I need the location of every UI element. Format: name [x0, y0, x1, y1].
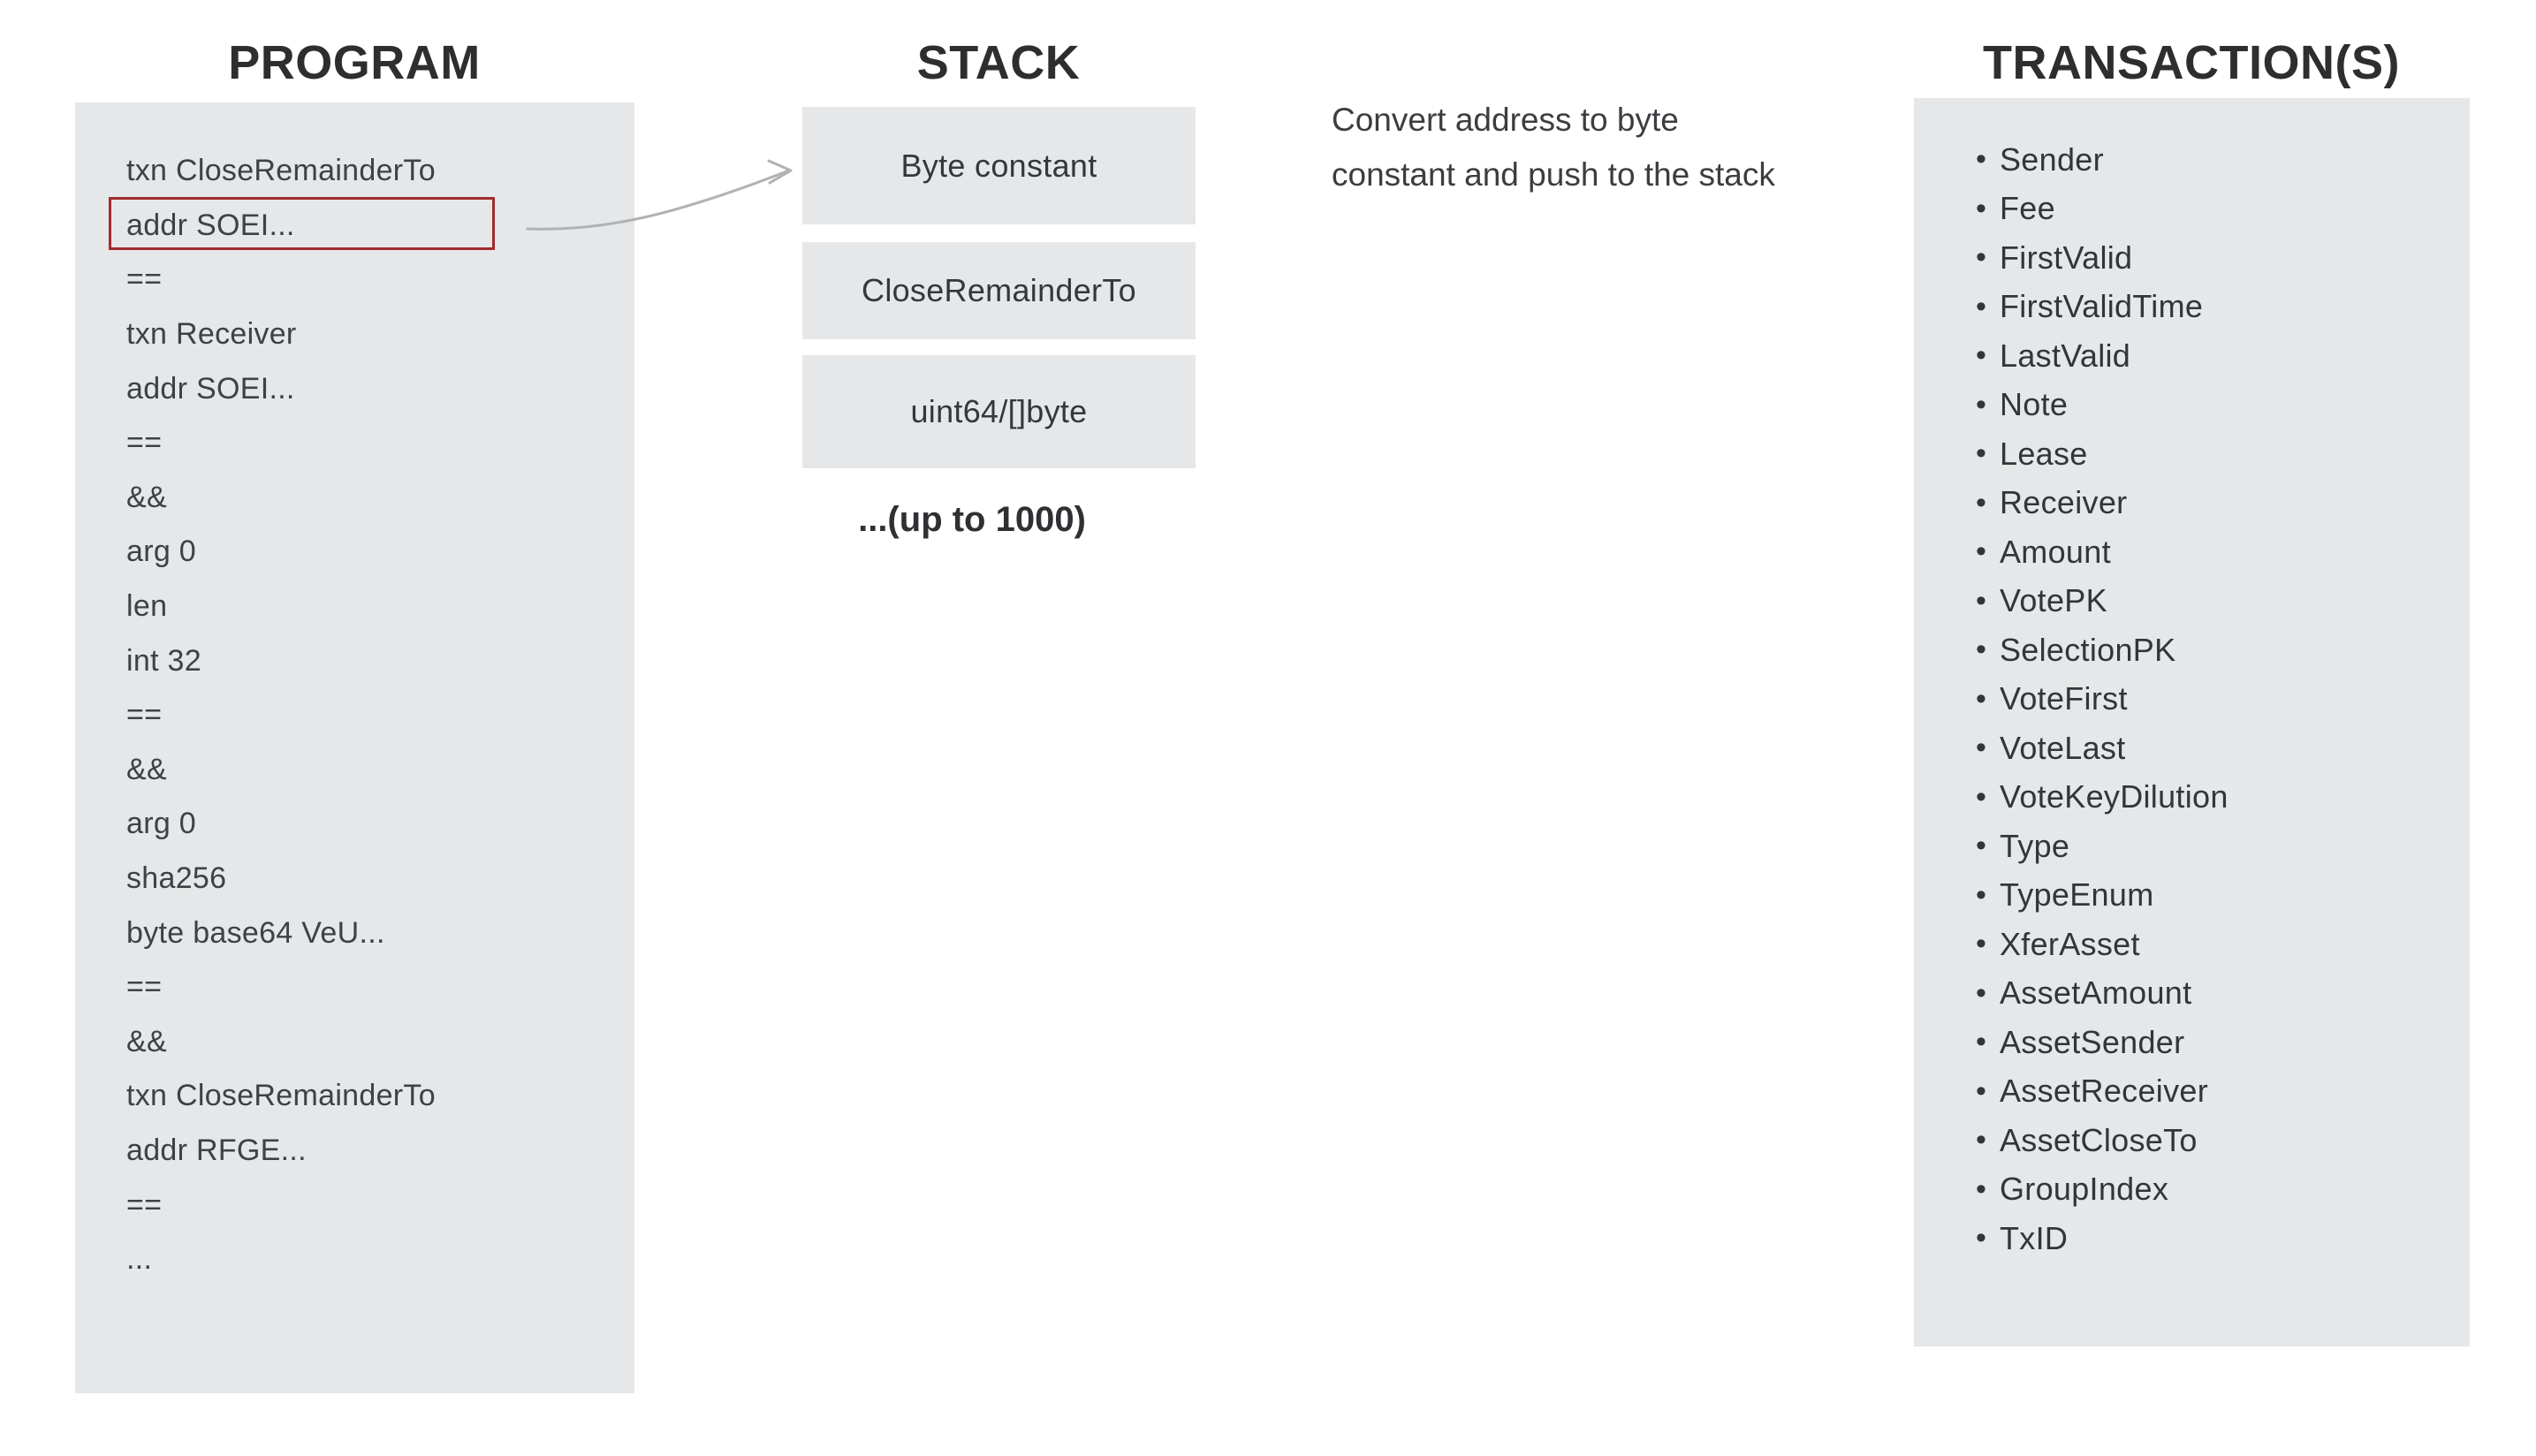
transactions-column-title: TRANSACTION(S)	[1983, 36, 2400, 89]
transaction-field-item: SelectionPK	[1976, 626, 2461, 675]
annotation-line-1: Convert address to byte	[1332, 102, 1679, 138]
program-code-line: &&	[126, 1024, 167, 1058]
program-code-line: arg 0	[126, 535, 196, 569]
stack-capacity-note: ...(up to 1000)	[858, 500, 1086, 539]
transaction-field-item: FirstValidTime	[1976, 283, 2461, 332]
transaction-field-item: GroupIndex	[1976, 1165, 2461, 1215]
program-code-line: ==	[126, 426, 163, 460]
transaction-field-item: XferAsset	[1976, 920, 2461, 969]
program-code-line: byte base64 VeU...	[126, 915, 385, 950]
program-panel: txn CloseRemainderTo addr SOEI... == txn Re…	[75, 102, 634, 1393]
transaction-field-item: Sender	[1976, 135, 2461, 185]
transaction-field-item: Receiver	[1976, 479, 2461, 528]
transaction-field-item: AssetCloseTo	[1976, 1116, 2461, 1165]
arrow-shaft	[526, 169, 791, 231]
highlighted-instruction-box	[109, 197, 495, 250]
annotation-line-2: constant and push to the stack	[1332, 156, 1775, 193]
transaction-field-item: TypeEnum	[1976, 871, 2461, 921]
program-column-title: PROGRAM	[228, 36, 481, 89]
transaction-field-item: TxID	[1976, 1214, 2461, 1263]
program-code-line: txn CloseRemainderTo	[126, 154, 436, 188]
arrow-annotation: Convert address to byte constant and pus…	[1332, 93, 1775, 202]
transaction-field-item: VoteFirst	[1976, 675, 2461, 724]
program-code-line: ==	[126, 698, 163, 732]
stack-box-closeremainderto: CloseRemainderTo	[802, 242, 1196, 339]
transaction-field-item: VotePK	[1976, 577, 2461, 626]
transaction-field-item: LastValid	[1976, 331, 2461, 381]
transaction-field-item: Type	[1976, 822, 2461, 871]
program-code-line: txn Receiver	[126, 317, 297, 352]
arrow-head	[767, 159, 793, 185]
transaction-field-item: Lease	[1976, 429, 2461, 479]
program-code-line: ==	[126, 1187, 163, 1222]
transaction-field-item: Amount	[1976, 527, 2461, 577]
program-code-line: txn CloseRemainderTo	[126, 1079, 436, 1113]
transaction-field-item: VoteLast	[1976, 724, 2461, 773]
transaction-field-item: Note	[1976, 381, 2461, 430]
program-code-line: addr RFGE...	[126, 1133, 307, 1167]
transaction-field-item: Fee	[1976, 185, 2461, 234]
transaction-field-item: FirstValid	[1976, 233, 2461, 283]
program-code-line: arg 0	[126, 807, 196, 841]
program-code-line: addr SOEI...	[126, 371, 295, 406]
program-code-line: len	[126, 589, 168, 624]
transaction-field-item: AssetReceiver	[1976, 1067, 2461, 1117]
program-code-line: addr SOEI...	[126, 208, 295, 242]
stack-box-byte-constant: Byte constant	[802, 107, 1196, 224]
program-code-line: ...	[126, 1242, 153, 1277]
program-code-line: sha256	[126, 861, 227, 896]
program-code-line: &&	[126, 480, 167, 514]
program-code-line: int 32	[126, 643, 201, 678]
program-to-stack-arrow	[526, 159, 793, 231]
stack-box-uint64-byte: uint64/[]byte	[802, 355, 1196, 468]
program-code-listing: txn CloseRemainderTo addr SOEI... == txn Re…	[126, 144, 626, 1286]
transaction-field-item: VoteKeyDilution	[1976, 773, 2461, 823]
transaction-fields-list: SenderFeeFirstValidFirstValidTimeLastVal…	[1976, 135, 2461, 1263]
program-code-line: ==	[126, 262, 163, 297]
transaction-field-item: AssetSender	[1976, 1018, 2461, 1067]
transactions-panel: SenderFeeFirstValidFirstValidTimeLastVal…	[1914, 98, 2470, 1346]
program-code-line: ==	[126, 970, 163, 1005]
stack-column-title: STACK	[916, 36, 1081, 89]
program-code-line: &&	[126, 752, 167, 786]
transaction-field-item: AssetAmount	[1976, 969, 2461, 1019]
